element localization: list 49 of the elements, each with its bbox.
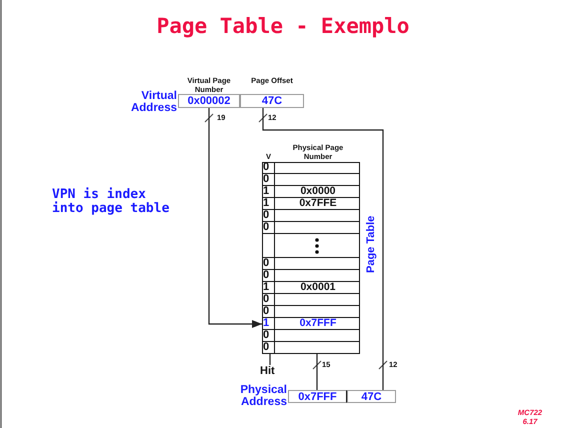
- valid-bit: 0: [263, 222, 270, 233]
- valid-bit: 1: [263, 282, 270, 293]
- address-field: [240, 76, 304, 108]
- valid-bit: 0: [263, 342, 270, 353]
- field-value: 47C: [360, 391, 383, 403]
- table-row: [262, 270, 360, 282]
- table-row: [262, 318, 360, 330]
- address-label: Virtual Address: [130, 90, 177, 114]
- valid-bit: 1: [263, 186, 270, 197]
- connector-line: [262, 108, 384, 390]
- signal-label: Hit: [260, 365, 275, 377]
- valid-bit: 0: [263, 174, 270, 185]
- valid-bit: 0: [263, 306, 270, 317]
- field-value: 0x7FFF: [297, 391, 338, 403]
- table-row: [262, 282, 360, 294]
- note-text: VPN is index into page table: [52, 188, 170, 216]
- address-field: [178, 76, 240, 108]
- page-number: 0x7FFF: [298, 318, 338, 329]
- table-row: [262, 198, 360, 210]
- address-field: [288, 390, 347, 403]
- arrow: [208, 108, 262, 328]
- field-value: 0x00002: [178, 94, 240, 108]
- vertical-label: Page Table: [364, 214, 378, 273]
- table-row: [262, 330, 360, 342]
- address-label: Physical Address: [239, 384, 287, 408]
- page-number: 0x0001: [299, 282, 337, 293]
- valid-bit: 0: [263, 258, 270, 269]
- table-row: [262, 294, 360, 306]
- page-number: 0x0000: [299, 186, 337, 197]
- table-row: [262, 234, 360, 258]
- table-row: [262, 306, 360, 318]
- table-row: [262, 162, 360, 174]
- valid-bit: 1: [263, 318, 270, 329]
- address-field: [347, 390, 396, 403]
- valid-bit: 0: [263, 330, 270, 341]
- connector-line: [316, 354, 318, 390]
- table-row: [262, 210, 360, 222]
- valid-bit: 0: [263, 294, 270, 305]
- slide-title: Page Table - Exemplo: [156, 14, 410, 38]
- valid-bit: 0: [263, 210, 270, 221]
- valid-bit: 1: [263, 198, 270, 209]
- page-number: 0x7FFE: [298, 198, 338, 209]
- connector-line: [269, 354, 271, 365]
- table-row: [262, 258, 360, 270]
- table-row: [262, 222, 360, 234]
- table-row: [262, 186, 360, 198]
- table-row: [262, 174, 360, 186]
- valid-bit: 0: [263, 270, 270, 281]
- field-value: 47C: [240, 94, 304, 108]
